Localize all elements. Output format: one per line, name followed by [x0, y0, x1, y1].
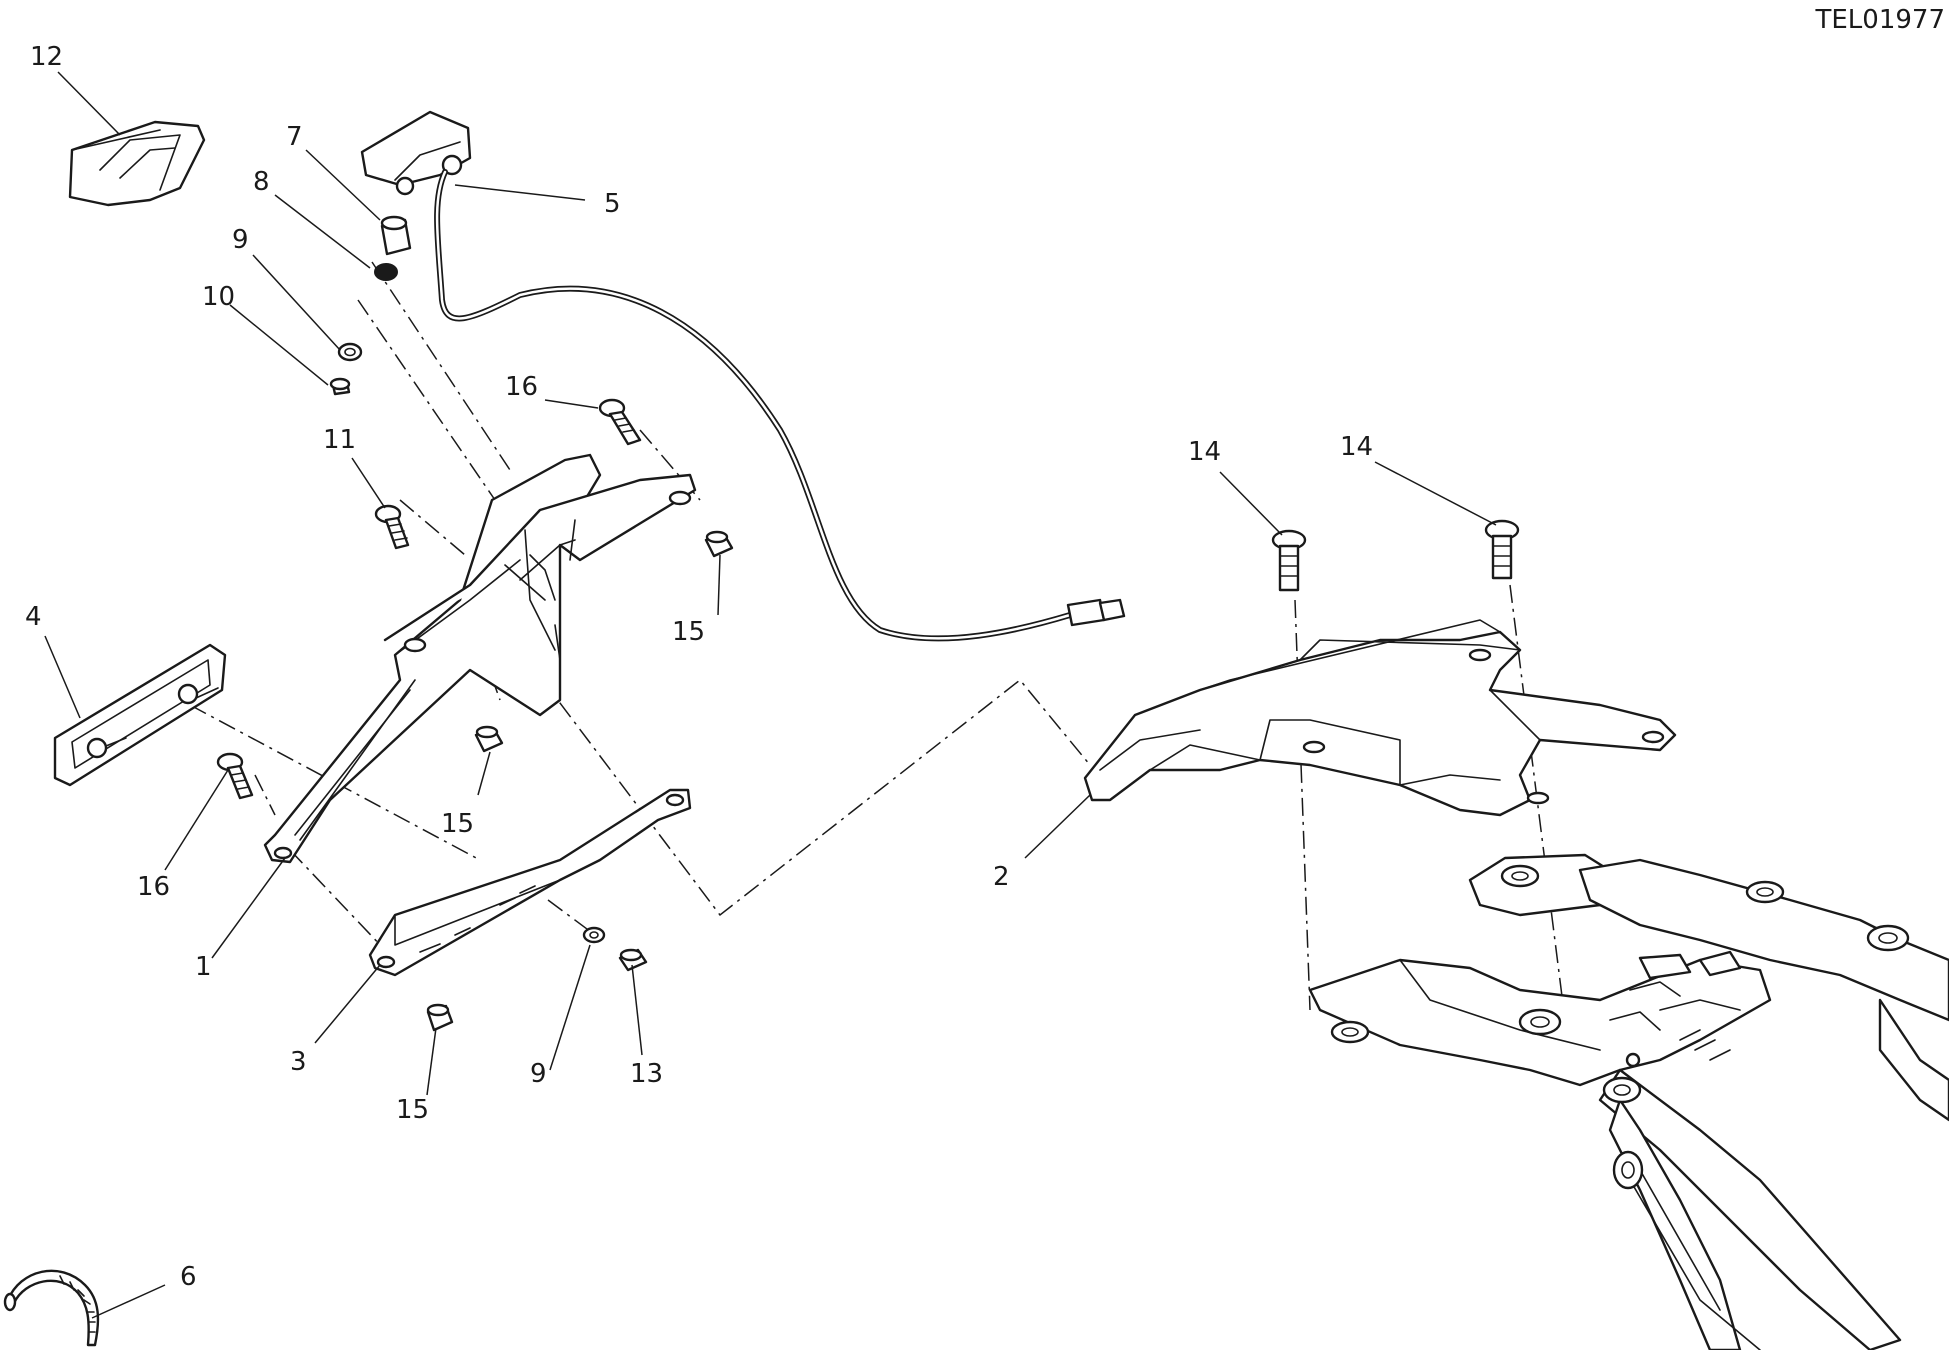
callout-10: 10 [202, 282, 235, 312]
callout-7: 7 [286, 122, 303, 152]
callout-8: 8 [253, 167, 270, 197]
part-14-screw-left [1271, 529, 1307, 592]
part-13-nut [618, 948, 648, 972]
cable-connector [1066, 598, 1126, 627]
assembly-lines [189, 261, 1566, 1021]
callout-11: 11 [323, 425, 356, 455]
callout-15-bottom: 15 [396, 1095, 429, 1125]
part-14-screw-right [1484, 519, 1520, 580]
part-10-screw [329, 377, 351, 396]
callout-13: 13 [630, 1059, 663, 1089]
callout-labels: 12 7 5 8 9 10 16 11 4 15 15 16 1 3 15 9 … [25, 42, 1373, 1292]
callout-15-middle: 15 [441, 809, 474, 839]
part-4-reflector [53, 643, 227, 787]
part-9-washer-bottom [582, 926, 606, 944]
part-3-lower-bracket [368, 788, 692, 977]
callout-15-right: 15 [672, 617, 705, 647]
part-12-reflector-cap [68, 120, 206, 207]
callout-16-bottom: 16 [137, 872, 170, 902]
part-15-nut-c [426, 1003, 454, 1032]
part-16-screw-bottom [216, 752, 254, 800]
callout-5: 5 [604, 189, 621, 219]
callout-6: 6 [180, 1262, 197, 1292]
callout-12: 12 [30, 42, 63, 72]
part-15-nut-a [704, 530, 734, 558]
part-7-spacer [380, 215, 412, 256]
frame-subframe [1308, 853, 1949, 1350]
callout-4: 4 [25, 602, 42, 632]
part-16-screw-top [598, 398, 642, 446]
part-8-washer [374, 263, 398, 281]
callout-3: 3 [290, 1047, 307, 1077]
part-11-screw [374, 504, 410, 550]
callout-16-top: 16 [505, 372, 538, 402]
part-2-support-bracket [1083, 619, 1677, 817]
callout-1: 1 [195, 952, 212, 982]
part-6-cable-clip [3, 1269, 100, 1347]
callout-9-top: 9 [232, 225, 249, 255]
callout-2: 2 [993, 862, 1010, 892]
plate-light-cable-inner [435, 170, 1072, 640]
leader-lines [44, 71, 1497, 1319]
part-15-nut-b [474, 725, 504, 753]
reference-code: TEL01977 [1814, 5, 1945, 35]
part-1-plate-holder-bracket [263, 453, 697, 864]
part-5-plate-light [360, 110, 472, 196]
callout-9-bottom: 9 [530, 1059, 547, 1089]
part-9-washer-top [337, 342, 363, 362]
callout-14-left: 14 [1188, 437, 1221, 467]
callout-14-right: 14 [1340, 432, 1373, 462]
